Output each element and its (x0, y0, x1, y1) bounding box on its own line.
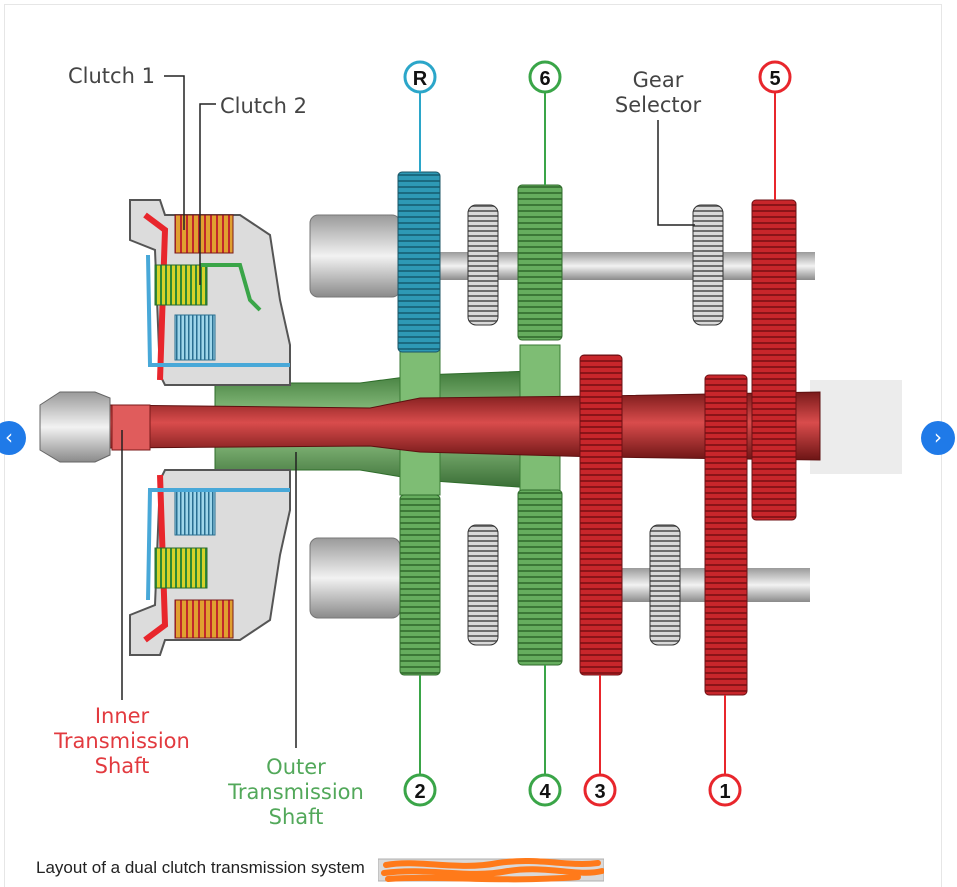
clutch-oil-line-lower (146, 488, 290, 601)
clutch1-carrier-lower (143, 474, 169, 643)
label-outer-shaft-1: Outer (266, 755, 326, 779)
reverse-gear (397, 171, 441, 353)
redacted-link (378, 858, 604, 883)
clutch2-leader (199, 103, 216, 285)
gear-badge-reverse (403, 60, 437, 94)
gear1 (704, 374, 748, 696)
label-clutch-2: Clutch 2 (220, 94, 307, 118)
gear6 (517, 184, 563, 341)
gear-badge-6-text: 6 (539, 68, 550, 90)
gear-badge-4-text: 4 (539, 781, 551, 803)
selector-lower-1 (467, 524, 499, 646)
inner-shaft (109, 391, 821, 461)
gear-selector-sleeve (692, 204, 724, 326)
label-clutch-1: Clutch 1 (68, 64, 155, 88)
gear-badge-5 (758, 60, 792, 94)
clutch-housing-lower (129, 469, 291, 656)
label-outer-shaft-2: Transmission (227, 780, 364, 804)
label-outer-shaft-3: Shaft (269, 805, 324, 829)
gear-badge-1-text: 1 (719, 781, 730, 803)
next-image-button[interactable]: › (921, 421, 955, 455)
gear-badge-4 (528, 773, 562, 807)
upper-drum (309, 214, 401, 298)
output-ghost (810, 380, 902, 474)
label-inner-shaft-2: Transmission (53, 729, 190, 753)
spring-lower (174, 489, 216, 536)
gear-badge-2-text: 2 (414, 781, 425, 803)
clutch-oil-line-upper (146, 254, 290, 367)
gear-badge-1 (708, 773, 742, 807)
gear-badge-6 (528, 60, 562, 94)
clutch-housing-upper (129, 199, 291, 386)
image-caption: Layout of a dual clutch transmission sys… (36, 858, 365, 877)
input-shaft (39, 391, 111, 463)
clutch1-plates-lower (174, 599, 234, 639)
gear-badge-2 (403, 773, 437, 807)
clutch2-plates-upper (154, 264, 208, 306)
gear4 (517, 489, 563, 666)
chevron-left-icon: ‹ (5, 425, 13, 449)
selector-upper-1 (467, 204, 499, 326)
clutch2-plates-lower (154, 547, 208, 589)
previous-image-button[interactable]: ‹ (0, 421, 26, 455)
label-inner-shaft-3: Shaft (95, 754, 150, 778)
gear-badge-3 (583, 773, 617, 807)
selector-lower-2 (649, 524, 681, 646)
label-gear-selector-2: Selector (615, 93, 702, 117)
lower-drum (309, 537, 401, 619)
gear3 (579, 354, 623, 676)
chevron-right-icon: › (934, 425, 942, 449)
gear2 (399, 494, 441, 676)
gear-badge-reverse-text: R (413, 68, 428, 90)
clutch2-carrier-upper (200, 263, 262, 312)
label-inner-shaft-1: Inner (95, 704, 150, 728)
inner-shaft-end (111, 404, 151, 451)
gear5 (751, 199, 797, 521)
spring-upper (174, 314, 216, 361)
gear-selector-leader (657, 120, 695, 226)
clutch1-carrier-upper (143, 212, 169, 381)
gear-badge-5-text: 5 (769, 68, 780, 90)
clutch1-leader (164, 75, 185, 230)
gear-badge-3-text: 3 (594, 781, 605, 803)
label-gear-selector-1: Gear (633, 68, 684, 92)
